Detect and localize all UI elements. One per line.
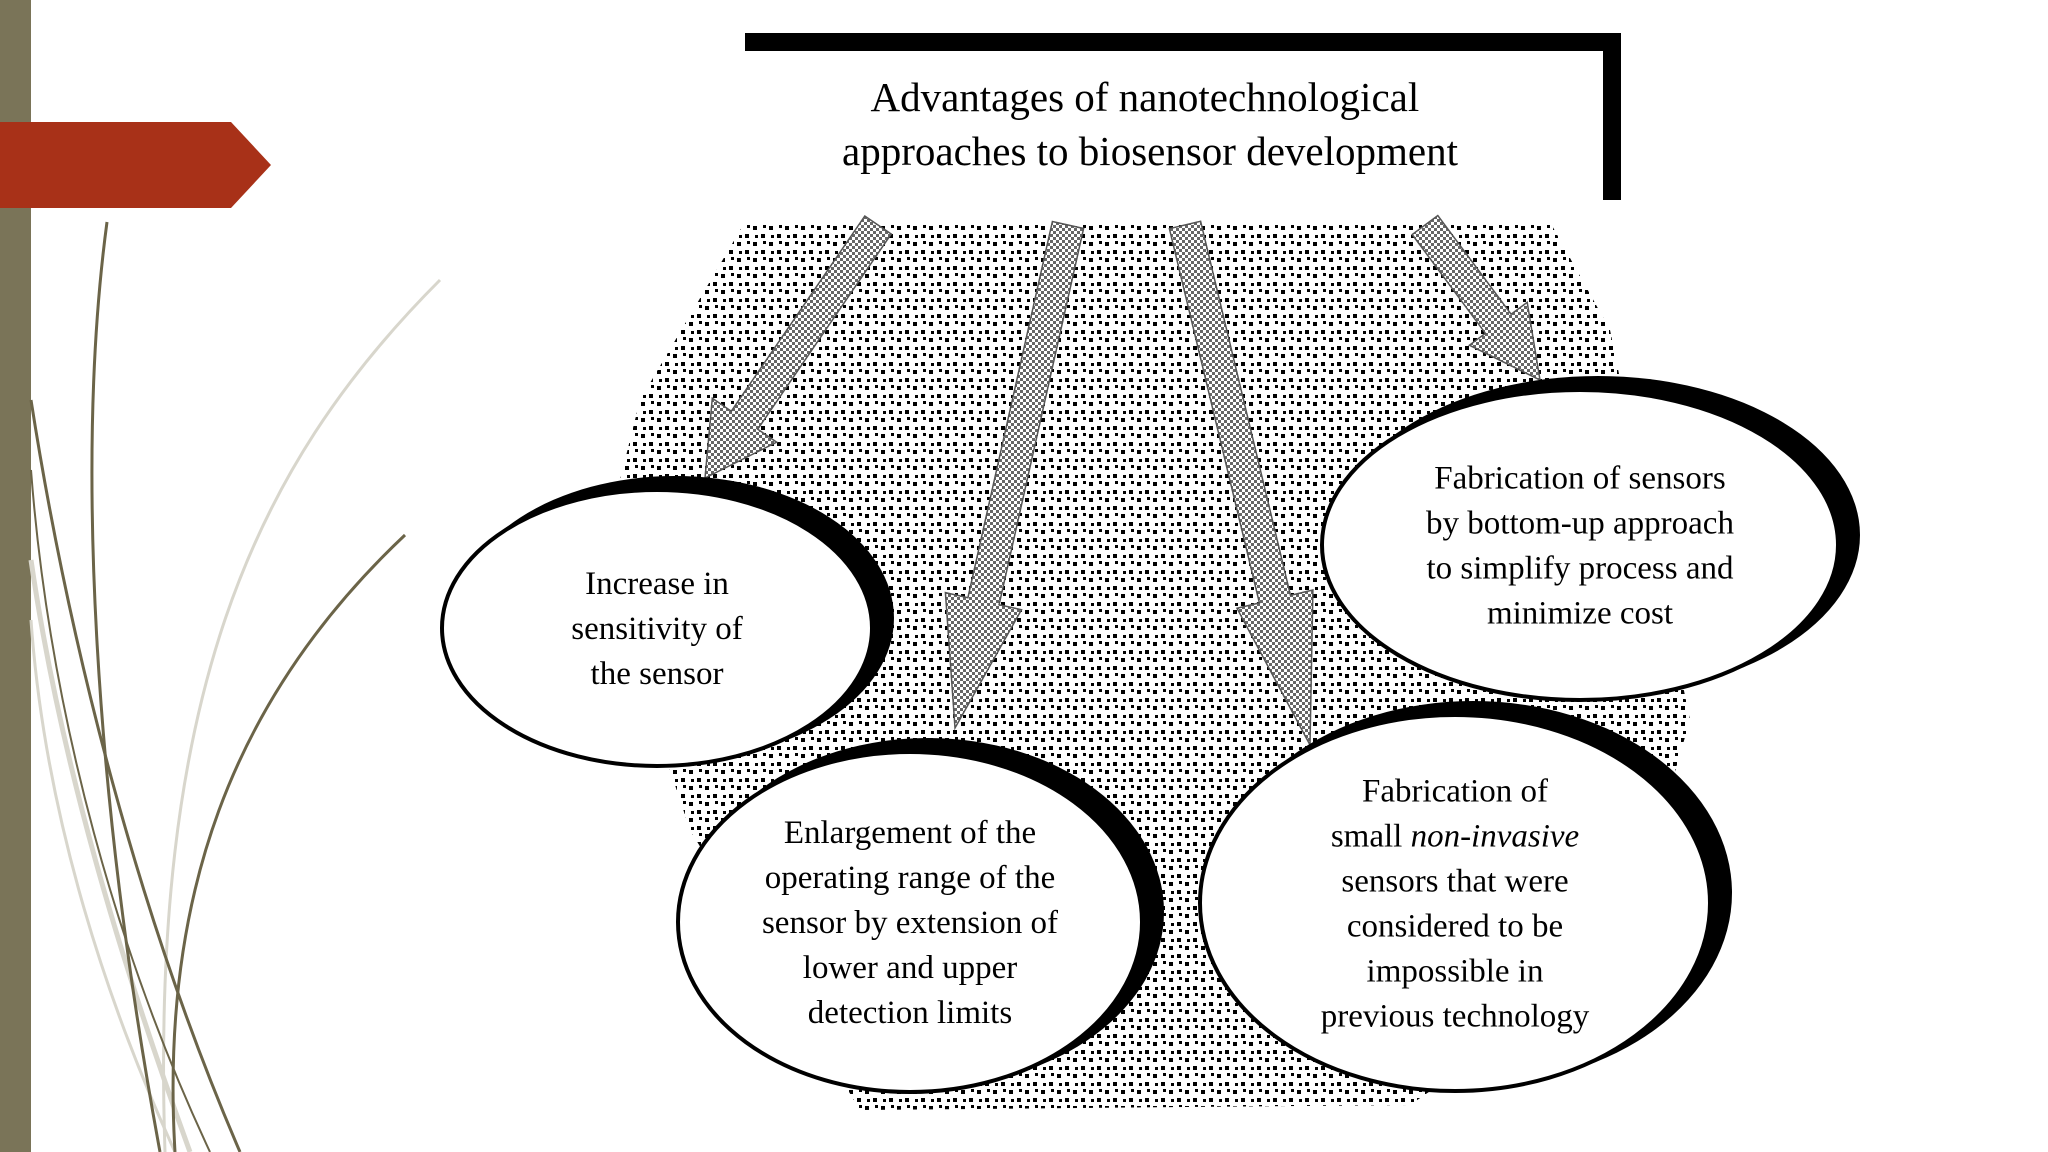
text-run: the sensor (591, 656, 724, 692)
title-accent-arrow (0, 122, 271, 208)
curve-light-2 (162, 278, 442, 1152)
node-bottom-up-line: by bottom-up approach (1426, 505, 1734, 541)
diagram-title-line-2: approaches to biosensor development (842, 128, 1459, 174)
text-run: to simplify process and (1426, 550, 1734, 586)
node-bottom-up-label: Fabrication of sensors by bottom-up appro… (1426, 460, 1734, 631)
node-sensitivity-ellipse (440, 488, 874, 768)
node-bottom-up: Fabrication of sensors by bottom-up appro… (1320, 376, 1860, 702)
node-non-invasive-ellipse (1198, 713, 1712, 1093)
text-run: sensor by extension of (762, 905, 1058, 941)
text-run: previous technology (1321, 998, 1590, 1034)
curve-dark-4 (30, 469, 211, 1152)
node-sensitivity: Increase in sensitivity of the sensor (440, 476, 894, 768)
diagram-title: Advantages of nanotechnological approach… (842, 74, 1459, 174)
node-non-invasive-line: sensors that were (1341, 863, 1568, 899)
node-bottom-up-line: minimize cost (1487, 595, 1673, 631)
node-bottom-up-ellipse (1320, 388, 1840, 702)
text-run: impossible in (1367, 953, 1544, 989)
node-operating-range-line: operating range of the (765, 860, 1055, 896)
node-sensitivity-line: the sensor (591, 656, 724, 692)
text-run: operating range of the (765, 860, 1055, 896)
node-non-invasive-line: impossible in (1367, 953, 1544, 989)
node-operating-range-ellipse (676, 750, 1144, 1094)
node-sensitivity-line: Increase in (585, 566, 729, 602)
node-non-invasive-line: considered to be (1347, 908, 1563, 944)
curve-dark-3 (29, 399, 242, 1152)
curve-dark-2 (171, 533, 407, 1152)
text-run: Increase in (585, 566, 729, 602)
node-operating-range: Enlargement of the operating range of the… (676, 738, 1164, 1094)
text-run: Fabrication of sensors (1434, 460, 1725, 496)
curve-light-1 (28, 559, 193, 1152)
node-non-invasive-line: small non-invasive (1331, 818, 1579, 854)
text-run: Enlargement of the (784, 815, 1036, 851)
italic-text-run: non-invasive (1411, 818, 1580, 854)
title-bracket (745, 33, 1621, 200)
text-run: lower and upper (803, 950, 1017, 986)
text-run: Fabrication of (1362, 773, 1548, 809)
diagram-title-line-1: Advantages of nanotechnological (870, 74, 1419, 120)
text-run: considered to be (1347, 908, 1563, 944)
arrow-to-bottom-up (1411, 214, 1541, 382)
node-non-invasive-label: Fabrication of small non-invasive sensors … (1321, 773, 1590, 1034)
text-run: detection limits (808, 995, 1012, 1031)
arrow-to-operating-range (944, 220, 1085, 731)
node-sensitivity-line: sensitivity of (571, 611, 742, 647)
node-operating-range-label: Enlargement of the operating range of the… (762, 815, 1058, 1031)
text-run: sensitivity of (571, 611, 742, 647)
node-group: Increase in sensitivity of the sensorEnlar… (440, 376, 1860, 1094)
arrow-group (704, 214, 1541, 748)
node-non-invasive: Fabrication of small non-invasive sensors … (1198, 701, 1732, 1093)
node-operating-range-line: detection limits (808, 995, 1012, 1031)
arrow-to-sensitivity (704, 214, 893, 480)
node-bottom-up-line: to simplify process and (1426, 550, 1734, 586)
text-run: by bottom-up approach (1426, 505, 1734, 541)
arrow-to-non-invasive (1168, 220, 1314, 748)
curve-dark-1 (90, 221, 162, 1152)
node-sensitivity-label: Increase in sensitivity of the sensor (571, 566, 742, 692)
node-operating-range-line: sensor by extension of (762, 905, 1058, 941)
node-non-invasive-line: Fabrication of (1362, 773, 1548, 809)
text-run: small (1331, 818, 1411, 854)
node-non-invasive-line: previous technology (1321, 998, 1590, 1034)
text-run: sensors that were (1341, 863, 1568, 899)
node-operating-range-line: lower and upper (803, 950, 1017, 986)
text-run: minimize cost (1487, 595, 1673, 631)
node-bottom-up-line: Fabrication of sensors (1434, 460, 1725, 496)
node-operating-range-line: Enlargement of the (784, 815, 1036, 851)
